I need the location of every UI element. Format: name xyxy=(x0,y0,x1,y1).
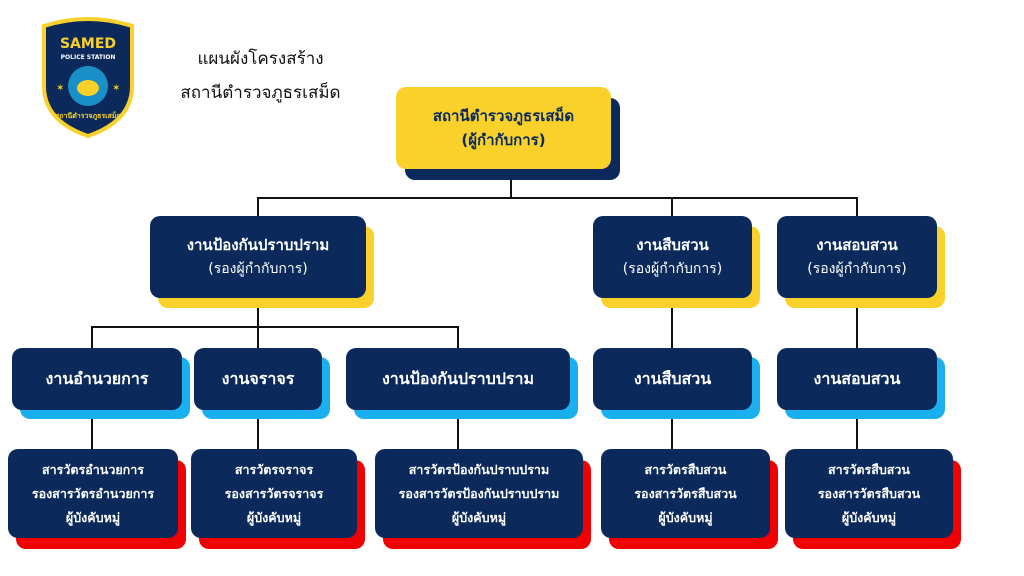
node-prevention-staff: สารวัตรป้องกันปราบปราม รองสารวัตรป้องกัน… xyxy=(375,449,583,538)
node-role: (รองผู้กำกับการ) xyxy=(208,261,308,277)
staff-line: รองสารวัตรจราจร xyxy=(224,485,324,501)
title-line-1: แผนผังโครงสร้าง xyxy=(197,49,324,69)
staff-line: ผู้บังคับหมู่ xyxy=(451,509,507,525)
node-title: งานจราจร xyxy=(221,368,295,388)
staff-line: รองสารวัตรอำนวยการ xyxy=(31,485,155,501)
connector xyxy=(257,326,259,348)
connector xyxy=(257,197,858,199)
staff-line: ผู้บังคับหมู่ xyxy=(65,509,121,525)
connector xyxy=(91,326,93,348)
title-line-2: สถานีตำรวจภูธรเสม็ด xyxy=(180,83,341,103)
staff-line: รองสารวัตรป้องกันปราบปราม xyxy=(398,485,560,501)
staff-line: ผู้บังคับหมู่ xyxy=(658,509,713,525)
node-role: (รองผู้กำกับการ) xyxy=(622,261,723,277)
node-title: สถานีตำรวจภูธรเสม็ด xyxy=(432,107,575,125)
staff-line: รองสารวัตรสืบสวน xyxy=(817,485,921,501)
staff-line: สารวัตรอำนวยการ xyxy=(42,461,144,477)
connector xyxy=(510,180,512,199)
connector xyxy=(91,326,459,328)
node-investigation-staff: สารวัตรสืบสวน รองสารวัตรสืบสวน ผู้บังคับ… xyxy=(601,449,770,538)
node-investigation-deputy: งานสืบสวน (รองผู้กำกับการ) xyxy=(593,216,752,298)
connector xyxy=(856,297,858,348)
staff-line: สารวัตรสืบสวน xyxy=(828,461,910,477)
connector xyxy=(671,409,673,449)
chart-title: แผนผังโครงสร้าง สถานีตำรวจภูธรเสม็ด xyxy=(168,42,353,110)
connector xyxy=(257,409,259,449)
node-superintendent: สถานีตำรวจภูธรเสม็ด (ผู้กำกับการ) xyxy=(396,87,611,169)
connector xyxy=(257,197,259,216)
svg-text:✶: ✶ xyxy=(112,83,120,94)
node-role: (รองผู้กำกับการ) xyxy=(807,261,907,277)
connector xyxy=(257,297,259,327)
node-title: งานสืบสวน xyxy=(633,368,712,388)
node-title: งานป้องกันปราบปราม xyxy=(381,368,535,388)
node-title: งานป้องกันปราบปราม xyxy=(186,236,330,254)
connector xyxy=(671,197,673,216)
connector xyxy=(457,409,459,449)
node-admin: งานอำนวยการ xyxy=(12,348,182,410)
node-prevention: งานป้องกันปราบปราม xyxy=(346,348,570,410)
node-title: งานสอบสวน xyxy=(816,236,898,254)
node-inquiry-deputy: งานสอบสวน (รองผู้กำกับการ) xyxy=(777,216,937,298)
staff-line: รองสารวัตรสืบสวน xyxy=(634,485,737,501)
staff-line: สารวัตรจราจร xyxy=(234,461,314,477)
staff-line: ผู้บังคับหมู่ xyxy=(841,509,897,525)
svg-text:SAMED: SAMED xyxy=(60,36,116,52)
node-title: งานสอบสวน xyxy=(813,368,901,388)
node-admin-staff: สารวัตรอำนวยการ รองสารวัตรอำนวยการ ผู้บั… xyxy=(8,449,178,538)
node-investigation: งานสืบสวน xyxy=(593,348,752,410)
svg-text:✶: ✶ xyxy=(56,83,64,94)
node-traffic: งานจราจร xyxy=(194,348,322,410)
svg-text:สถานีตำรวจภูธรเสม็ด: สถานีตำรวจภูธรเสม็ด xyxy=(55,111,121,121)
node-prevention-deputy: งานป้องกันปราบปราม (รองผู้กำกับการ) xyxy=(150,216,366,298)
node-title: งานสืบสวน xyxy=(636,236,709,254)
connector xyxy=(457,326,459,348)
node-traffic-staff: สารวัตรจราจร รองสารวัตรจราจร ผู้บังคับหม… xyxy=(191,449,357,538)
node-inquiry: งานสอบสวน xyxy=(777,348,937,410)
staff-line: สารวัตรป้องกันปราบปราม xyxy=(408,461,550,477)
staff-line: สารวัตรสืบสวน xyxy=(644,461,727,477)
node-title: งานอำนวยการ xyxy=(45,368,149,388)
staff-line: ผู้บังคับหมู่ xyxy=(246,509,302,525)
connector xyxy=(91,409,93,449)
connector xyxy=(856,409,858,449)
connector xyxy=(856,197,858,216)
node-inquiry-staff: สารวัตรสืบสวน รองสารวัตรสืบสวน ผู้บังคับ… xyxy=(785,449,953,538)
connector xyxy=(671,297,673,348)
node-role: (ผู้กำกับการ) xyxy=(461,131,546,149)
svg-text:POLICE STATION: POLICE STATION xyxy=(61,54,116,61)
police-badge-logo: SAMED POLICE STATION ✶ ✶ สถานีตำรวจภูธรเ… xyxy=(42,17,134,138)
